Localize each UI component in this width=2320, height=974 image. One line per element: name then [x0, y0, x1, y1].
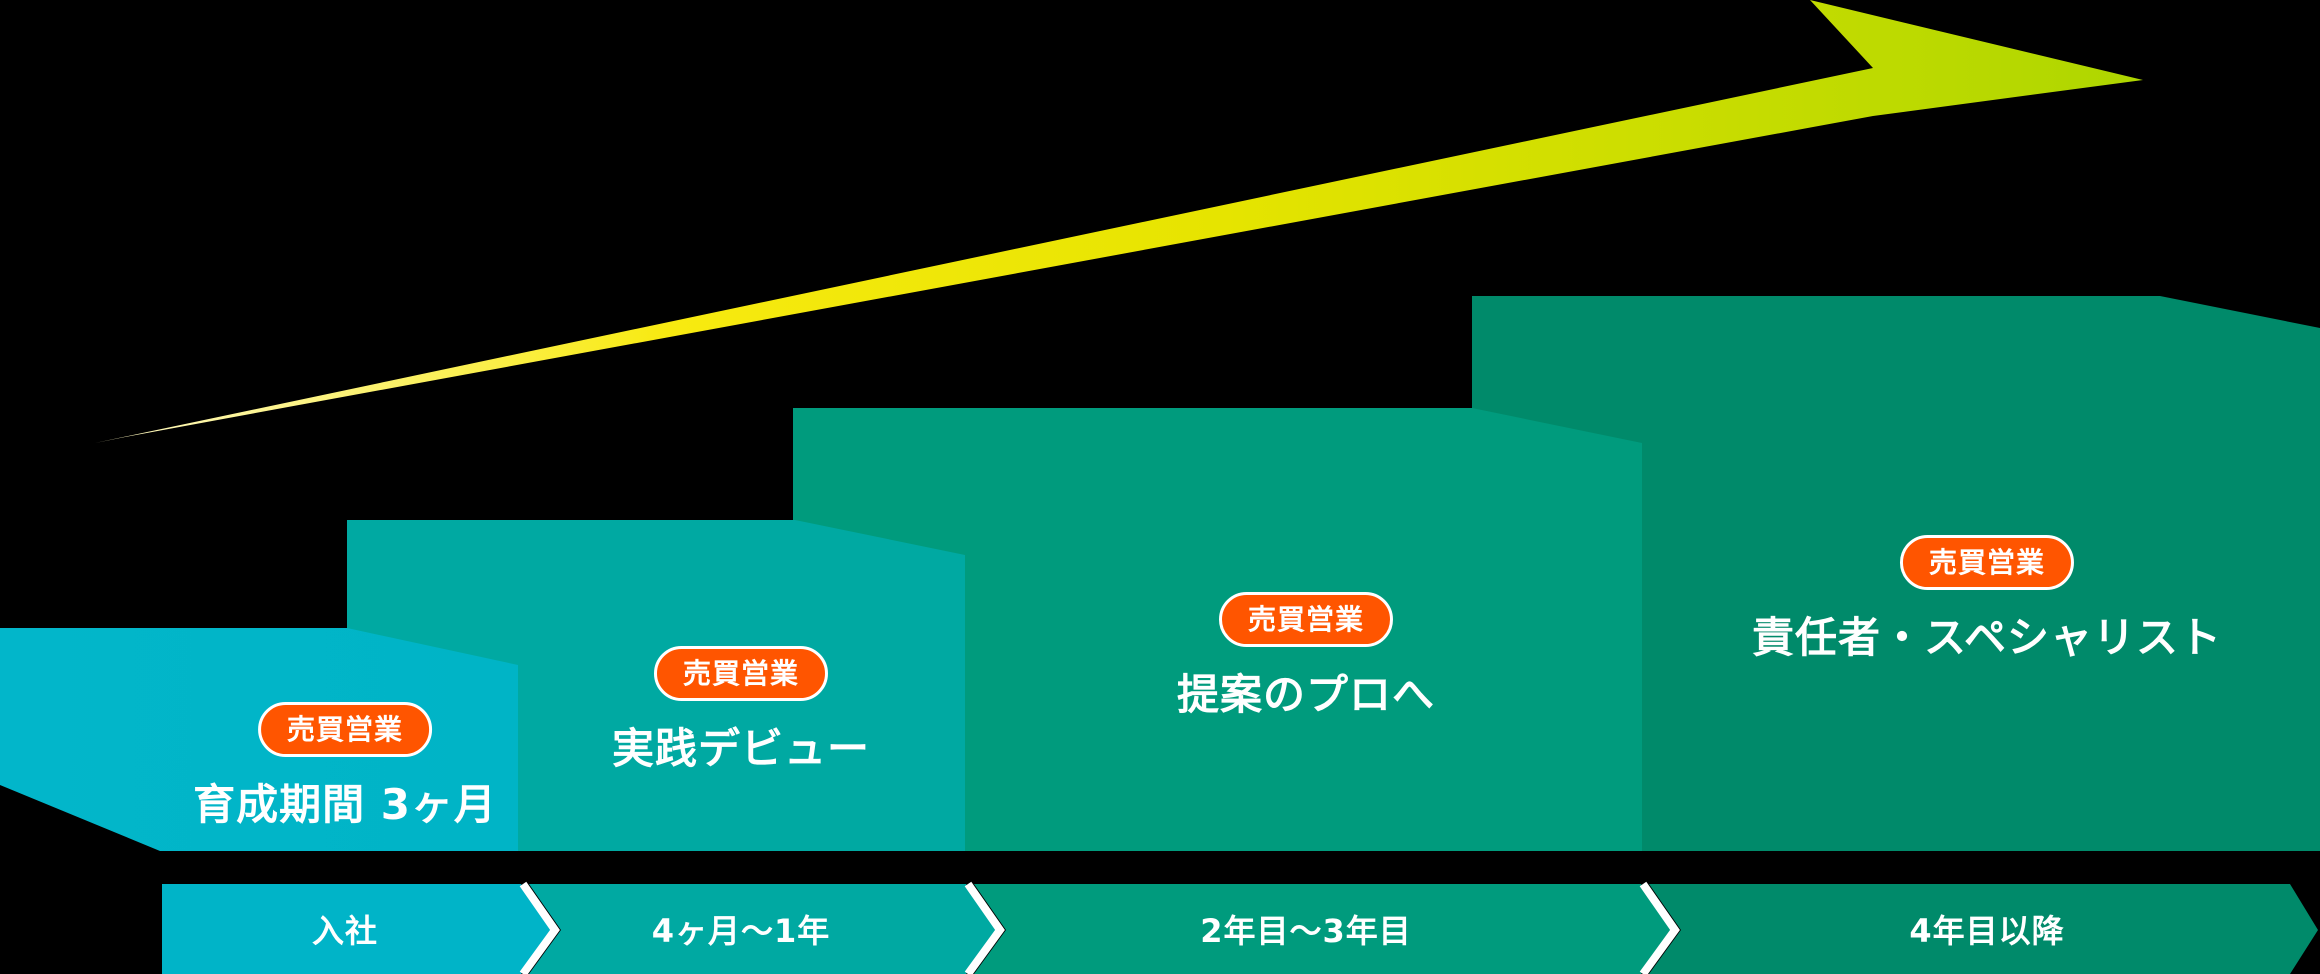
timeline-label-2: 4ヶ月〜1年 [651, 912, 831, 950]
stage-3: 売買営業 提案のプロへ [1177, 592, 1435, 722]
stage-badge: 売買営業 [1218, 592, 1394, 647]
stage-2: 売買営業 実践デビュー [612, 646, 870, 776]
timeline-label-4: 4年目以降 [1909, 912, 2065, 950]
stage-badge: 売買営業 [1899, 535, 2074, 590]
stage-title: 育成期間 3ヶ月 [193, 780, 497, 829]
stage-block-4 [1472, 296, 2320, 851]
timeline-segment-1 [162, 884, 553, 974]
stage-badge: 売買営業 [653, 646, 829, 701]
chevron-separator-1 [519, 881, 560, 974]
stage-title: 提案のプロへ [1176, 670, 1436, 719]
stage-block-3 [793, 408, 1642, 851]
stage-4: 売買営業 責任者・スペシャリスト [1752, 535, 2222, 665]
stage-title: 実践デビュー [611, 724, 871, 773]
stage-1: 売買営業 育成期間 3ヶ月 [193, 702, 497, 832]
timeline-segment-3 [974, 884, 1673, 974]
stage-badge: 売買営業 [257, 702, 433, 757]
timeline-segment-4 [1649, 884, 2318, 974]
timeline-label-3: 2年目〜3年目 [1200, 912, 1412, 950]
stage-title: 責任者・スペシャリスト [1751, 613, 2223, 662]
chevron-separator-3 [1639, 881, 1680, 974]
timeline-label-1: 入社 [311, 912, 379, 950]
timeline-segment-2 [529, 884, 998, 974]
chevron-separator-2 [964, 881, 1005, 974]
growth-arrow-icon [95, 0, 2143, 443]
